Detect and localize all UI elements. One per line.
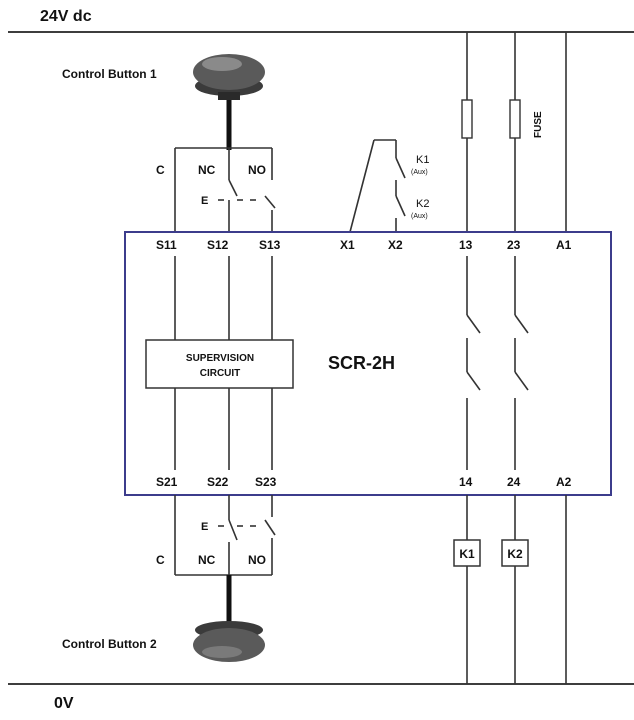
control-button-2-icon xyxy=(193,621,265,662)
terminal-a1: A1 xyxy=(556,238,572,252)
aux-k2-sub: (Aux) xyxy=(411,213,428,220)
fuse-23 xyxy=(509,99,521,139)
supply-top-label: 24V dc xyxy=(40,8,92,25)
terminal-14: 14 xyxy=(459,475,473,489)
bottom-switch-c-label: C xyxy=(156,553,165,567)
terminal-s12: S12 xyxy=(207,238,229,252)
bottom-switch-e-label: E xyxy=(201,521,208,533)
terminal-s13: S13 xyxy=(259,238,281,252)
terminal-24: 24 xyxy=(507,475,521,489)
bottom-switch-contacts xyxy=(174,495,276,576)
control-button-1-label: Control Button 1 xyxy=(62,67,157,81)
terminal-x2: X2 xyxy=(388,238,403,252)
fuse-13 xyxy=(461,99,473,139)
aux-k1-sub: (Aux) xyxy=(411,169,428,176)
supervision-line2: CIRCUIT xyxy=(200,368,241,379)
module-internal-wiring xyxy=(174,256,529,470)
bottom-switch-no-label: NO xyxy=(248,553,266,567)
aux-k1-label: K1 xyxy=(416,154,429,166)
terminal-23: 23 xyxy=(507,238,521,252)
top-switch-c-label: C xyxy=(156,163,165,177)
terminal-s21: S21 xyxy=(156,475,178,489)
top-switch-contacts xyxy=(174,147,276,232)
terminal-s23: S23 xyxy=(255,475,277,489)
supply-bottom-label: 0V xyxy=(54,695,74,712)
top-switch-nc-label: NC xyxy=(198,163,216,177)
aux-contacts-wiring xyxy=(349,139,406,233)
module-bottom-terminals: S21 S22 S23 14 24 A2 xyxy=(156,475,572,489)
top-switch-e-label: E xyxy=(201,195,208,207)
module-title: SCR-2H xyxy=(328,353,395,373)
supervision-line1: SUPERVISION xyxy=(186,353,254,364)
terminal-s22: S22 xyxy=(207,475,229,489)
coil-k2-label: K2 xyxy=(507,547,523,561)
coil-k1 xyxy=(453,539,481,567)
terminal-s11: S11 xyxy=(156,238,177,252)
aux-k2-label: K2 xyxy=(416,198,429,210)
control-button-2-label: Control Button 2 xyxy=(62,637,157,651)
supervision-circuit-box xyxy=(145,339,294,389)
control-button-1-icon xyxy=(193,54,265,100)
bottom-switch-nc-label: NC xyxy=(198,553,216,567)
coil-k2 xyxy=(501,539,529,567)
terminal-a2: A2 xyxy=(556,475,572,489)
fuse-label: FUSE xyxy=(533,111,544,138)
scr-2h-module xyxy=(124,231,612,496)
terminal-x1: X1 xyxy=(340,238,355,252)
module-top-terminals: S11 S12 S13 X1 X2 13 23 A1 xyxy=(156,238,572,252)
top-switch-no-label: NO xyxy=(248,163,266,177)
coil-k1-label: K1 xyxy=(459,547,475,561)
terminal-13: 13 xyxy=(459,238,473,252)
